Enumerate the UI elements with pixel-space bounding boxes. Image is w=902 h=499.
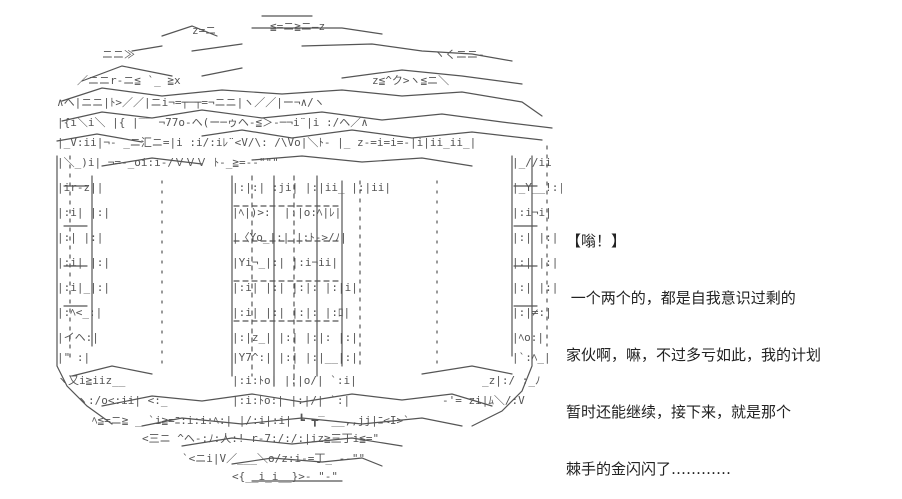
svg-text:|:i| |:| |:|: |:|i|: |:i| |:| |:|: |:|i|	[232, 281, 358, 294]
svg-text:|{i＼i＼ |{ |‾‾ ¬77o‐ヘ(ー─ゥヘ‐≦＞‐─: |{i＼i＼ |{ |‾‾ ¬77o‐ヘ(ー─ゥヘ‐≦＞‐─¬i¨|i :/ヘ／…	[57, 116, 368, 129]
svg-text:≦=ニ≧ニ—z: ≦=ニ≧ニ—z	[270, 20, 325, 33]
svg-text:|" :|: |" :|	[57, 351, 90, 364]
svg-text:|_V:ii|¬‐ _ニ汇ニ=|i :i/:iﾚ¨<V/\:: |_V:ii|¬‐ _ニ汇ニ=|i :i/:iﾚ¨<V/\: /\Vo|＼ﾄ‐ …	[57, 136, 476, 149]
svg-text:ヽ:/o<:ii| <:_: ヽ:/o<:ii| <:_	[77, 394, 168, 407]
svg-text:|〈Yo_|:| |:ﾄ‐>/ﾉ|: |〈Yo_|:| |:ﾄ‐>/ﾉ|	[232, 231, 347, 244]
svg-text:|:i|_|:|: |:i|_|:|	[57, 281, 110, 294]
svg-text:‐'= zi|ﾑ＼/:V: ‐'= zi|ﾑ＼/:V	[442, 394, 525, 407]
svg-text:|:|≠:|: |:|≠:|	[512, 306, 552, 319]
svg-text:|:|z_| |:| |:|: |:|: |:|z_| |:| |:|: |:|	[232, 331, 358, 344]
svg-text:|:ﾍ<_:|: |:ﾍ<_:|	[57, 306, 102, 319]
dialogue-line-4: 棘手的金闪闪了…………	[566, 460, 732, 478]
svg-text:|_//ii: |_//ii	[512, 156, 552, 169]
svg-text:|＼_)i| ¬=‐_oi:i‐/ＶＶＶ ﾄ‐_≧=‐‐"": |＼_)i| ¬=‐_oi:i‐/ＶＶＶ ﾄ‐_≧=‐‐"""	[57, 156, 279, 169]
dialogue-line-3: 暂时还能继续，接下来，就是那个	[566, 403, 792, 421]
svg-text:|:i:ﾄo:| |:|/| `:|: |:i:ﾄo:| |:|/| `:|	[232, 394, 350, 407]
svg-text:|ﾍo:|: |ﾍo:|	[512, 331, 544, 344]
ascii-art-castle: z=ニ ≦=ニ≧ニ—z ニニ≫ ヽくニニ- ／ニニr-ニ≦ `_ ≧x z≦^ク…	[42, 6, 562, 496]
svg-text:|Y7^:| |:| |:|__|:|: |Y7^:| |:| |:|__|:|	[232, 351, 358, 364]
svg-text:ニニ≫: ニニ≫	[102, 48, 135, 61]
svg-text:|ir‐z||: |ir‐z||	[57, 181, 103, 194]
svg-text:`<ニi|V／___＼o/z:i‐=丁_ ‐‐"": `<ニi|V／___＼o/z:i‐=丁_ ‐‐""	[182, 452, 365, 465]
svg-text:ヽ又i≧iiz__: ヽ又i≧iiz__	[57, 374, 126, 387]
svg-text:|:i¬i|: |:i¬i|	[512, 206, 552, 219]
svg-text:<{__i_i__}>‐ "‐": <{__i_i__}>‐ "‐"	[232, 470, 338, 483]
speaker-label: 【嗡！】	[566, 232, 627, 250]
svg-text:_z|:/ :_ﾉ: _z|:/ :_ﾉ	[482, 374, 540, 387]
svg-text:|:| |:|: |:| |:|	[57, 231, 103, 244]
svg-text:|:i:ﾄo| |:|o/| `:i|: |:i:ﾄo| |:|o/| `:i|	[232, 374, 357, 387]
svg-text:|:i| |:|: |:i| |:|	[57, 206, 110, 219]
svg-text:|イヘ:|: |イヘ:|	[57, 331, 99, 344]
dialogue-line-1: 一个两个的，都是自我意识过剩的	[566, 289, 796, 307]
svg-text:|:| |:|: |:| |:|	[512, 281, 558, 294]
svg-text:ﾍ≦=ニ≧ _ `i≧=ﾆ:i:i:ﾍ:| |/:i|:i|: ﾍ≦=ニ≧ _ `i≧=ﾆ:i:i:ﾍ:| |/:i|:i| ┗ ┳‾ __,,…	[92, 413, 410, 427]
svg-text:|:|:| :ji| |:|ii_ |:|ii|: |:|:| :ji| |:|ii_ |:|ii|	[232, 181, 391, 194]
svg-text:<三ニ ^ヘ‐:ﾉ:人:! r‐7:/:/:|iz≧三丁i≦: <三ニ ^ヘ‐:ﾉ:人:! r‐7:/:/:|iz≧三丁i≦="	[142, 432, 379, 445]
dialogue-box: 【嗡！】 一个两个的，都是自我意识过剩的 家伙啊，嘛，不过多亏如此，我的计划 暂…	[566, 194, 896, 498]
svg-text:|:| |:|: |:| |:|	[512, 256, 558, 269]
svg-text:|:i| |:| |:|: |:ﾛ|: |:i| |:| |:|: |:ﾛ|	[232, 306, 350, 319]
svg-text:|ﾍ|)>:| |:|o:ﾍ|ﾚ|: |ﾍ|)>:| |:|o:ﾍ|ﾚ|	[232, 206, 341, 219]
svg-text:|_Y__!:|: |_Y__!:|	[512, 181, 562, 194]
dialogue-line-2: 家伙啊，嘛，不过多亏如此，我的计划	[566, 346, 822, 364]
svg-text:|Yi¬_|:| |:i¬ii|: |Yi¬_|:| |:i¬ii|	[232, 256, 338, 269]
svg-text:∧ヘ|ニニ|ﾄ>／／|ニi¬=┬─┬=¬ニニ|ヽ／／|ー¬∧: ∧ヘ|ニニ|ﾄ>／／|ニi¬=┬─┬=¬ニニ|ヽ／／|ー¬∧/ヽ	[57, 96, 325, 109]
svg-text:ヽくニニ-: ヽくニニ-	[434, 48, 485, 61]
svg-text:|`:ﾍ_|: |`:ﾍ_|	[512, 351, 551, 364]
ascii-art-drawing: z=ニ ≦=ニ≧ニ—z ニニ≫ ヽくニニ- ／ニニr-ニ≦ `_ ≧x z≦^ク…	[56, 15, 562, 483]
svg-text:z=ニ: z=ニ	[192, 24, 216, 37]
svg-text:|:| |:|: |:| |:|	[512, 231, 558, 244]
svg-text:|:i| |:|: |:i| |:|	[57, 256, 110, 269]
svg-text:／ニニr-ニ≦ `_ ≧x: ／ニニr-ニ≦ `_ ≧x	[77, 74, 181, 87]
svg-text:z≦^ク>ヽ≦ニ＼: z≦^ク>ヽ≦ニ＼	[372, 74, 449, 87]
